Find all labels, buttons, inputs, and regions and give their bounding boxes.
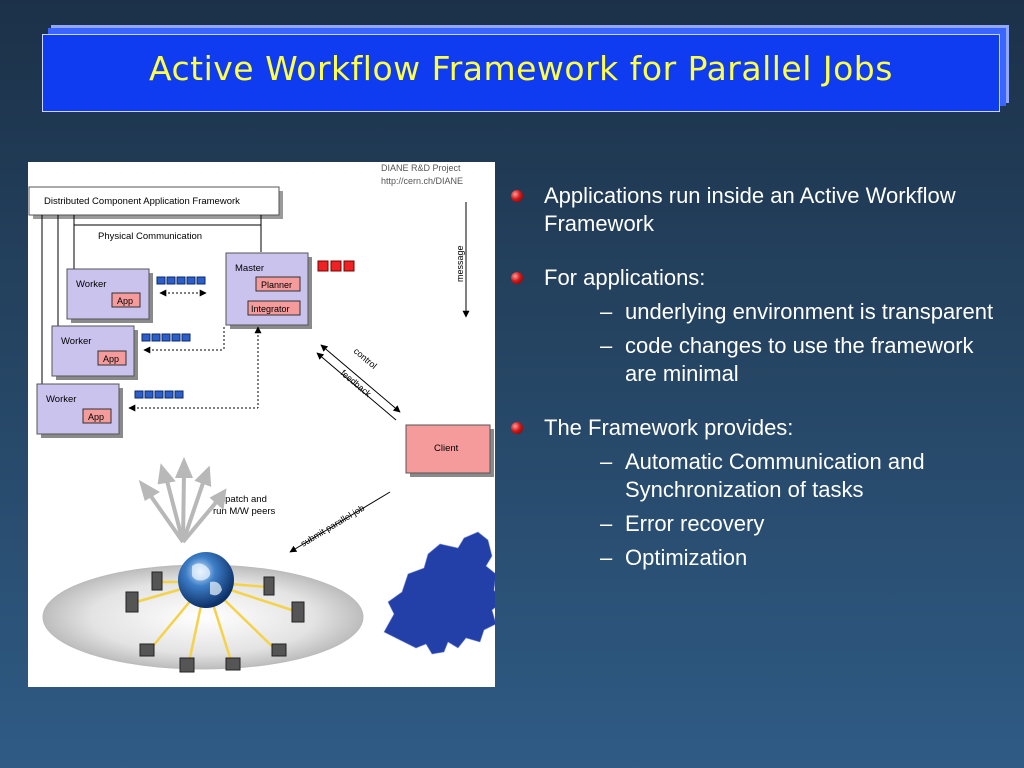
client-box [405, 424, 491, 474]
sub-bullet-text: underlying environment is transparent [625, 299, 994, 324]
worker-queue-2 [141, 333, 191, 342]
bullet-icon [511, 272, 523, 284]
bullet-icon [511, 422, 523, 434]
sub-bullet-text: Error recovery [625, 511, 765, 536]
submit-label: submit parallel job [299, 503, 366, 549]
app-label-2: App [103, 354, 119, 364]
app-box-1 [111, 292, 141, 308]
slide-title: Active Workflow Framework for Parallel J… [149, 49, 893, 88]
bullet-item-3: The Framework provides: –Automatic Commu… [508, 414, 1008, 572]
project-name: DIANE R&D Project [381, 163, 461, 173]
control-label: control [352, 346, 379, 371]
worker-label-2: Worker [61, 336, 91, 347]
sub-bullet-text: Optimization [625, 545, 748, 570]
globe-icon [178, 552, 234, 608]
sub-bullet-text: code changes to use the framework are mi… [625, 333, 974, 386]
sub-bullet: –code changes to use the framework are m… [600, 333, 974, 386]
diagram-svg: DIANE R&D Project http://cern.ch/DIANE D… [28, 163, 503, 673]
message-label: message [455, 245, 465, 282]
physical-comm-label: Physical Communication [98, 231, 202, 242]
integrator-box [247, 300, 301, 316]
sub-bullet-text: Automatic Communication and Synchronizat… [625, 449, 925, 502]
app-box-2 [97, 350, 127, 366]
planner-box [255, 276, 301, 292]
worker-label-1: Worker [76, 279, 106, 290]
bullet-list: Applications run inside an Active Workfl… [508, 182, 1008, 598]
app-box-3 [82, 408, 112, 424]
bullet-icon [511, 190, 523, 202]
worker-label-3: Worker [46, 394, 76, 405]
bullet-item-2: For applications: –underlying environmen… [508, 264, 1008, 388]
project-url: http://cern.ch/DIANE [381, 176, 463, 186]
title-banner: Active Workflow Framework for Parallel J… [42, 34, 1000, 112]
bullet-item-1: Applications run inside an Active Workfl… [508, 182, 1008, 238]
client-label: Client [434, 443, 459, 454]
master-label: Master [235, 263, 264, 274]
sub-bullet: –underlying environment is transparent [600, 299, 994, 324]
master-queue [317, 260, 329, 272]
architecture-diagram: DIANE R&D Project http://cern.ch/DIANE D… [28, 162, 503, 687]
europe-map-icon [383, 531, 503, 655]
app-label-1: App [117, 296, 133, 306]
worker-queue-1 [156, 276, 206, 285]
dispatch-label-line1: dispatch and [213, 494, 267, 505]
bullet-text: For applications: [544, 265, 706, 290]
integrator-label: Integrator [251, 304, 290, 314]
sub-bullet: –Automatic Communication and Synchroniza… [600, 449, 925, 502]
planner-label: Planner [261, 280, 292, 290]
framework-label: Distributed Component Application Framew… [44, 196, 240, 207]
bullet-text: The Framework provides: [544, 415, 794, 440]
app-label-3: App [88, 412, 104, 422]
sub-bullet: –Optimization [600, 545, 748, 570]
sub-bullet: –Error recovery [600, 511, 765, 536]
dispatch-label-line2: run M/W peers [213, 506, 276, 517]
computer-icons [125, 571, 305, 673]
bullet-text: Applications run inside an Active Workfl… [544, 183, 956, 236]
framework-box [28, 186, 280, 216]
dispatch-arrows [138, 456, 227, 544]
feedback-label: feedback [339, 368, 374, 399]
worker-queue-3 [134, 390, 184, 399]
